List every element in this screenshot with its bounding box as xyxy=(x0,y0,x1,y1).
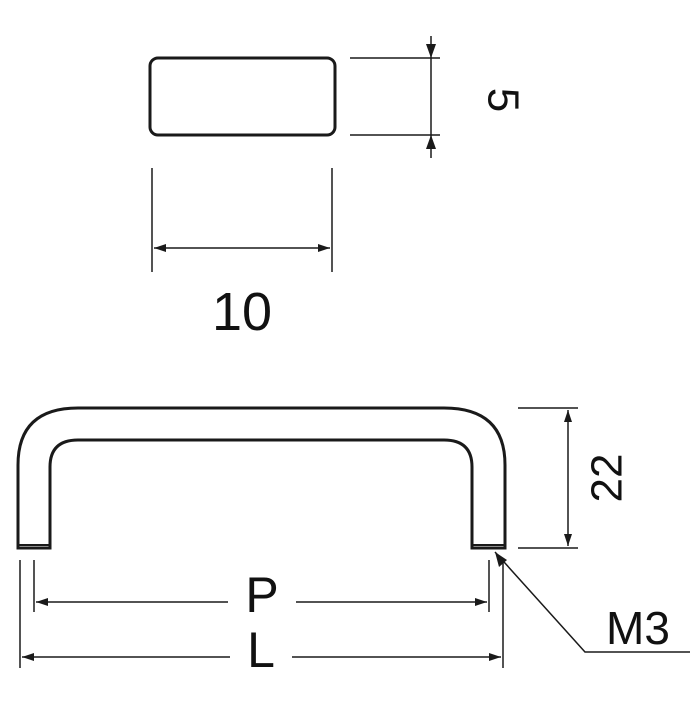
handle-side-view xyxy=(16,406,507,550)
section-height-label: 5 xyxy=(478,88,527,112)
thread-label: M3 xyxy=(606,602,670,654)
handle-height-label: 22 xyxy=(583,454,632,503)
height-arrow-bottom xyxy=(426,135,436,149)
thread-leader-line xyxy=(494,551,690,653)
height-arrow-top xyxy=(426,44,436,58)
cross-section xyxy=(148,36,440,272)
thread-leader-arrow xyxy=(495,552,507,567)
section-width-label: 10 xyxy=(212,282,272,342)
pitch-label: P xyxy=(245,567,278,623)
length-label: L xyxy=(247,622,275,678)
cross-section-outline xyxy=(148,56,337,137)
handle-outline xyxy=(16,406,507,550)
